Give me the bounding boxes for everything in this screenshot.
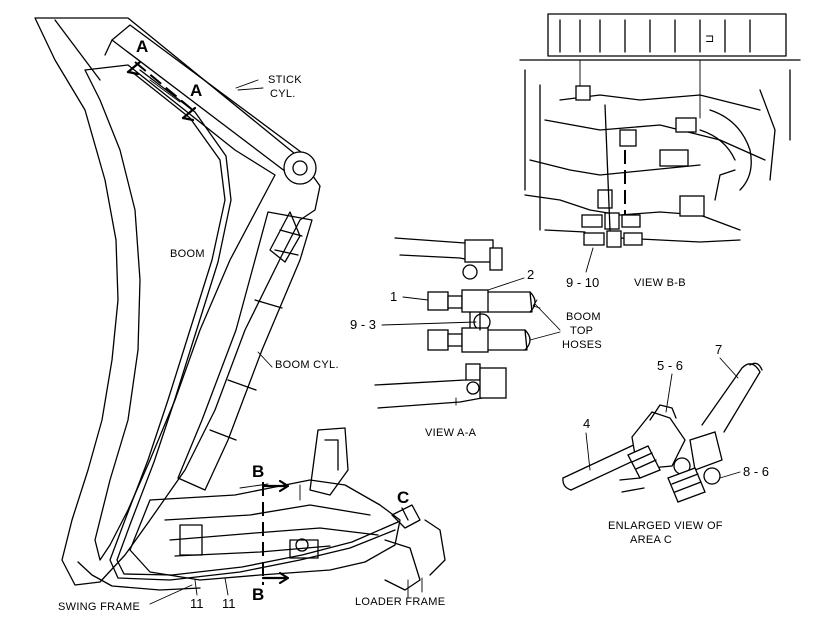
view-bb-label: VIEW B-B	[634, 277, 686, 289]
boom-top-hoses-label-2: TOP	[570, 325, 593, 337]
area-c-label: C	[397, 488, 409, 507]
callout-9-3: 9 - 3	[350, 317, 376, 332]
section-a-lower-label: A	[190, 81, 202, 100]
callout-11-b: 11	[222, 596, 236, 611]
section-b-upper-label: B	[252, 462, 264, 481]
boom-hose-lines	[109, 69, 399, 581]
callout-2: 2	[527, 267, 534, 282]
swing-frame-label: SWING FRAME	[58, 601, 140, 613]
stick-cylinder	[104, 24, 317, 185]
section-a-marker: A A	[126, 37, 202, 122]
view-bb-drawing: ⊐	[519, 13, 801, 248]
area-c-enlarged-drawing	[562, 362, 763, 503]
section-b-marker: B B	[252, 462, 290, 604]
enlarged-view-label-2: AREA C	[630, 534, 672, 546]
view-aa-label: VIEW A-A	[425, 427, 477, 439]
boom-top-hoses-label-1: BOOM	[566, 311, 601, 323]
area-c-marker: C	[397, 488, 409, 521]
section-a-upper-label: A	[136, 37, 148, 56]
callout-11-a: 11	[190, 596, 204, 611]
boom-cyl-label: BOOM CYL.	[275, 359, 339, 371]
stick-cyl-label-2: CYL.	[270, 88, 296, 100]
boom-cylinder	[177, 211, 313, 491]
callout-7: 7	[715, 342, 722, 357]
boom-top-hoses-label-3: HOSES	[562, 339, 602, 351]
boom-label: BOOM	[170, 248, 205, 260]
loader-frame-label: LOADER FRAME	[355, 596, 445, 608]
enlarged-view-label-1: ENLARGED VIEW OF	[608, 520, 723, 532]
boom-outline	[34, 17, 321, 591]
callout-1: 1	[390, 289, 397, 304]
callout-8-6: 8 - 6	[743, 464, 769, 479]
callout-5-6: 5 - 6	[657, 358, 683, 373]
callout-9-10: 9 - 10	[566, 275, 599, 290]
callout-4: 4	[583, 416, 590, 431]
section-b-lower-label: B	[252, 585, 264, 604]
stick-cyl-label: STICK	[268, 74, 302, 86]
view-bb-mark: ⊐	[705, 33, 715, 45]
view-aa-drawing	[374, 237, 536, 409]
frame-assembly	[129, 427, 446, 599]
